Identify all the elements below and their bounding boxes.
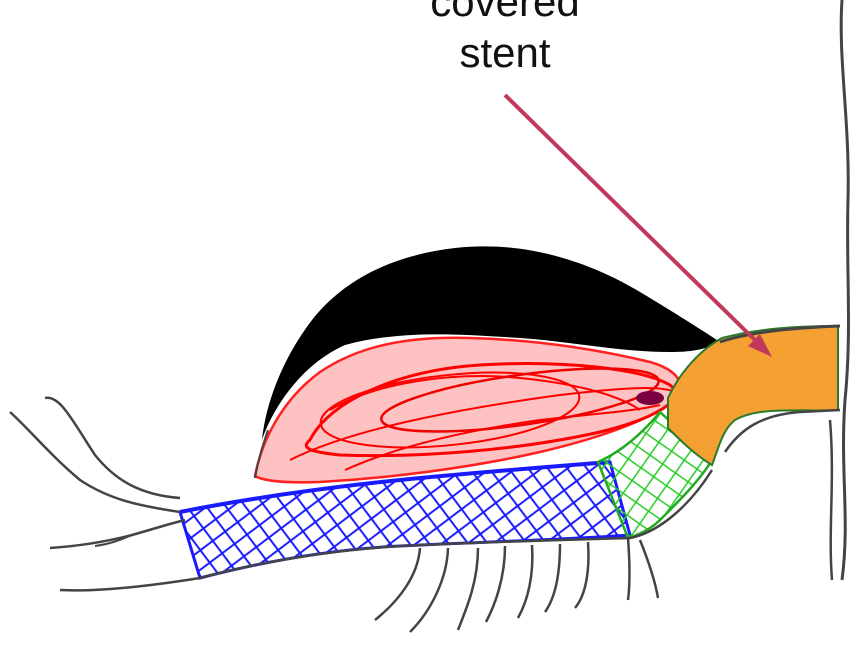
small-branch-4 — [486, 546, 505, 622]
aorta-right-wall-lower — [830, 420, 832, 580]
branch-upper-inner — [45, 398, 180, 498]
small-branch-9 — [640, 540, 658, 598]
small-branch-3 — [458, 548, 478, 630]
dark-spot — [636, 391, 664, 405]
small-branch-2 — [410, 548, 448, 632]
small-branch-5 — [518, 545, 532, 618]
small-branch-8 — [628, 538, 630, 600]
small-branch-1 — [375, 548, 420, 620]
branch-middle — [50, 520, 185, 548]
branch-lower — [60, 578, 200, 590]
small-branch-7 — [575, 542, 588, 608]
branch-upper — [10, 412, 180, 512]
small-branch-6 — [545, 544, 560, 612]
aorta-right-wall — [841, 0, 848, 580]
